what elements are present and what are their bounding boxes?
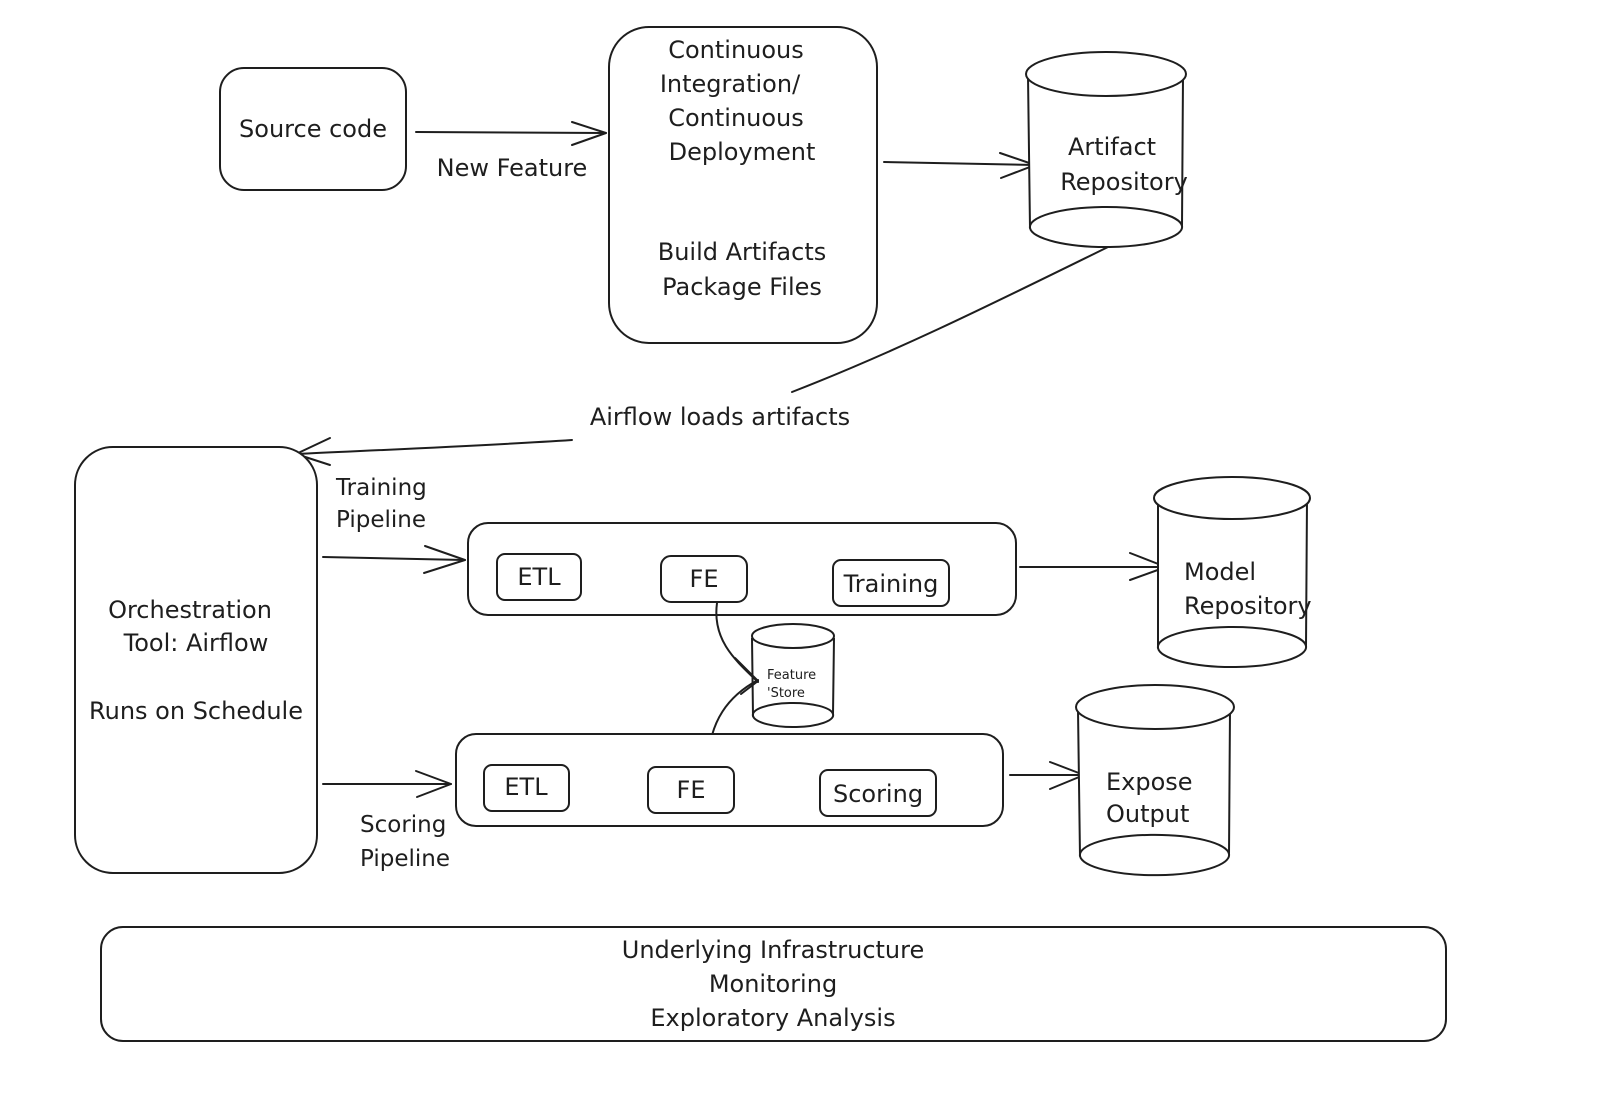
training-pipeline-line — [322, 556, 466, 561]
cicd-box — [608, 26, 878, 344]
infrastructure-node[interactable]: Underlying Infrastructure Monitoring Exp… — [100, 926, 1447, 1042]
feature-store-bottom-arc — [751, 701, 834, 717]
training-pipeline-label-1: Training — [335, 475, 427, 501]
training-training-box — [832, 559, 950, 607]
orchestration-node[interactable]: Orchestration Tool: Airflow Runs on Sche… — [74, 446, 318, 874]
cicd-to-artifact-edge — [883, 152, 1036, 179]
training-pipeline-arrowhead — [423, 545, 466, 574]
infrastructure-label-3: Exploratory Analysis — [650, 1004, 895, 1032]
expose-output-top — [1075, 684, 1235, 730]
feature-store-top — [751, 623, 835, 649]
cicd-label-line-3: Continuous — [668, 104, 804, 132]
scoring-step-etl[interactable]: ETL — [483, 764, 570, 812]
expose-output-body — [1077, 709, 1231, 877]
cicd-to-artifact-line — [883, 161, 1036, 166]
scoring-fe-box — [647, 766, 735, 814]
training-training-label: Training — [843, 570, 939, 598]
artifact-repo-top — [1025, 51, 1187, 97]
scoring-pipeline-label-1: Scoring — [360, 812, 446, 838]
scoring-scoring-label: Scoring — [833, 780, 923, 808]
model-repo-top — [1153, 476, 1311, 520]
training-pipeline-edge: Training Pipeline — [322, 475, 466, 574]
airflow-loads-line-upper — [791, 246, 1109, 393]
training-step-training[interactable]: Training — [832, 559, 950, 607]
cicd-sub-line-2: Package Files — [662, 273, 822, 301]
expose-output-label-1: Expose — [1106, 768, 1193, 796]
source-code-box — [219, 67, 407, 191]
source-code-label: Source code — [239, 115, 387, 143]
expose-output-label-2: Output — [1106, 800, 1189, 828]
training-pipeline-node[interactable]: ETL FE Training — [467, 522, 1017, 616]
new-feature-label: New Feature — [437, 154, 588, 182]
training-to-model-edge — [1019, 552, 1167, 581]
scoring-pipeline-node[interactable]: ETL FE Scoring — [455, 733, 1004, 827]
airflow-loads-edge: Airflow loads artifacts — [295, 246, 1109, 466]
scoring-pipeline-arrowhead — [415, 770, 452, 798]
feature-store-node[interactable]: Feature 'Store — [751, 623, 835, 729]
orchestration-label-2: Tool: Airflow — [123, 629, 269, 657]
airflow-loads-label: Airflow loads artifacts — [590, 403, 850, 431]
training-step-etl[interactable]: ETL — [496, 553, 582, 601]
artifact-repo-bottom-arc — [1028, 205, 1183, 229]
model-repo-label-2: Repository — [1184, 592, 1312, 620]
airflow-loads-line-lower — [295, 439, 573, 455]
feature-store-label-2: 'Store — [767, 686, 805, 701]
feature-store-arrowhead — [734, 657, 759, 695]
scoring-fe-label: FE — [677, 776, 706, 804]
expose-output-bottom-arc — [1078, 833, 1230, 857]
model-repo-body — [1157, 499, 1308, 669]
orchestration-box — [74, 446, 318, 874]
training-fe-label: FE — [690, 565, 719, 593]
scoring-step-fe[interactable]: FE — [647, 766, 735, 814]
scoring-etl-box — [483, 764, 570, 812]
expose-output-node[interactable]: Expose Output — [1075, 684, 1235, 877]
training-fe-box — [660, 555, 748, 603]
training-pipeline-label-2: Pipeline — [336, 507, 426, 533]
model-repo-label-1: Model — [1184, 558, 1256, 586]
orchestration-label-1: Orchestration — [108, 596, 272, 624]
artifact-repo-label-1: Artifact — [1068, 133, 1156, 161]
feature-store-label-1: Feature — [767, 668, 816, 683]
artifact-repo-label-2: Repository — [1060, 168, 1188, 196]
artifact-repo-body — [1027, 75, 1184, 249]
new-feature-arrow-line — [415, 131, 607, 134]
new-feature-edge: New Feature — [415, 121, 607, 182]
infrastructure-label-1: Underlying Infrastructure — [622, 936, 924, 964]
scoring-step-scoring[interactable]: Scoring — [819, 769, 937, 817]
cicd-label-line-1: Continuous — [668, 36, 804, 64]
orchestration-sub-label: Runs on Schedule — [89, 697, 303, 725]
scoring-scoring-box — [819, 769, 937, 817]
model-repo-bottom-arc — [1156, 625, 1307, 649]
training-etl-label: ETL — [517, 563, 561, 591]
scoring-pipeline-label-2: Pipeline — [360, 846, 450, 872]
cicd-node[interactable]: Continuous Integration/ Continuous Deplo… — [608, 26, 878, 344]
infrastructure-box — [100, 926, 1447, 1042]
cicd-label-line-2: Integration/ — [660, 70, 801, 98]
scoring-pipeline-edge: Scoring Pipeline — [322, 770, 452, 872]
infrastructure-label-2: Monitoring — [709, 970, 837, 998]
source-code-node[interactable]: Source code — [219, 67, 407, 191]
training-step-fe[interactable]: FE — [660, 555, 748, 603]
cicd-label-line-4: Deployment — [669, 138, 816, 166]
artifact-repository-node[interactable]: Artifact Repository — [1025, 51, 1188, 249]
new-feature-arrowhead — [571, 121, 607, 146]
scoring-to-output-edge — [1009, 761, 1085, 790]
training-etl-box — [496, 553, 582, 601]
model-repository-node[interactable]: Model Repository — [1153, 476, 1312, 669]
cicd-sub-line-1: Build Artifacts — [658, 238, 827, 266]
scoring-etl-label: ETL — [504, 773, 548, 801]
